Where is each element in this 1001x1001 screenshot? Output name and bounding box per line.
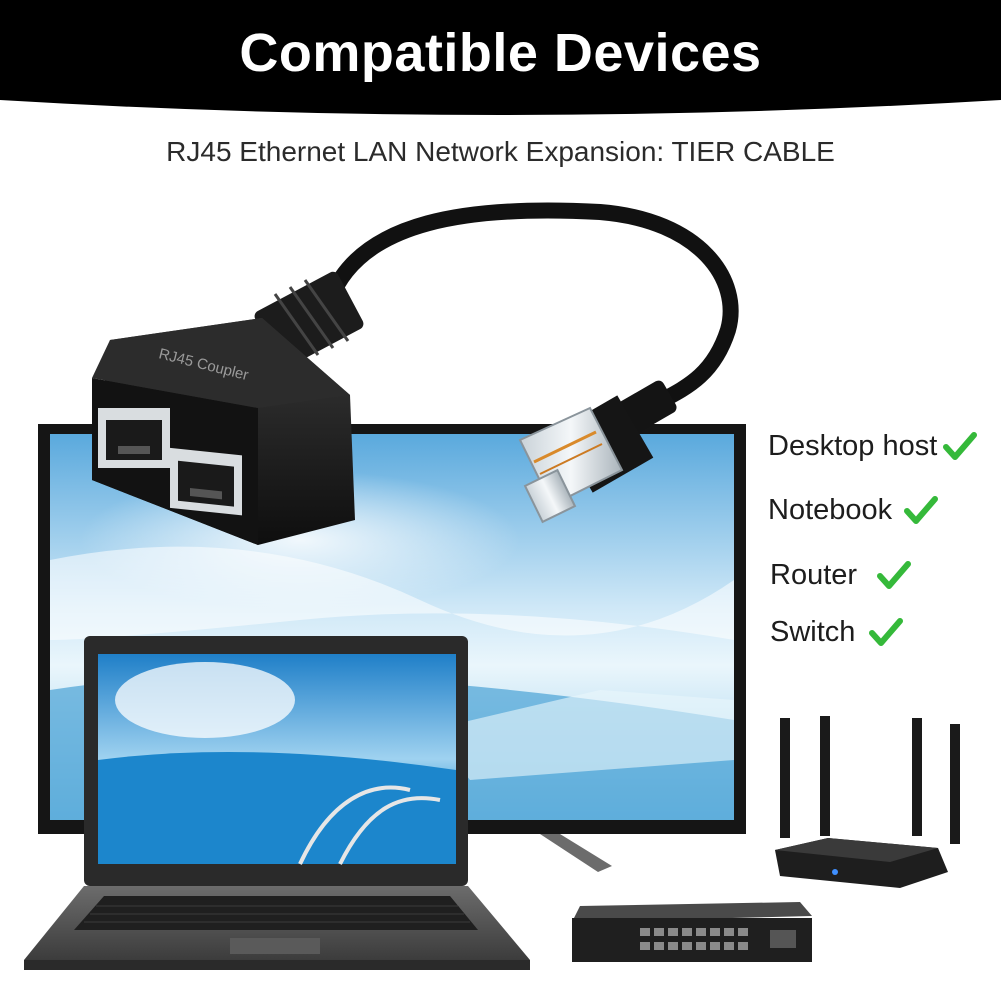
check-icon: [943, 432, 978, 460]
wifi-router: [775, 716, 960, 888]
compat-label: Desktop host: [768, 429, 938, 462]
check-icon: [877, 561, 912, 589]
product-subtitle: RJ45 Ethernet LAN Network Expansion: TIE…: [166, 136, 835, 167]
check-icon: [904, 496, 939, 524]
compat-item-switch: Switch: [770, 612, 904, 652]
header-banner: [0, 0, 1001, 115]
compat-item-desktop-host: Desktop host: [768, 426, 978, 466]
compat-label: Router: [770, 558, 858, 591]
compat-item-notebook: Notebook: [768, 490, 939, 530]
laptop: [24, 636, 530, 970]
check-icon: [869, 618, 904, 646]
network-switch: [572, 902, 812, 962]
ethernet-port-left: [98, 408, 170, 468]
rj45-plug: [518, 380, 677, 524]
compat-item-router: Router: [770, 555, 912, 595]
compat-label: Switch: [770, 615, 856, 648]
rj45-splitter-adapter: RJ45 Coupler: [92, 202, 739, 545]
compat-label: Notebook: [768, 493, 893, 526]
page-title: Compatible Devices: [239, 23, 762, 83]
ethernet-port-right: [170, 447, 242, 516]
